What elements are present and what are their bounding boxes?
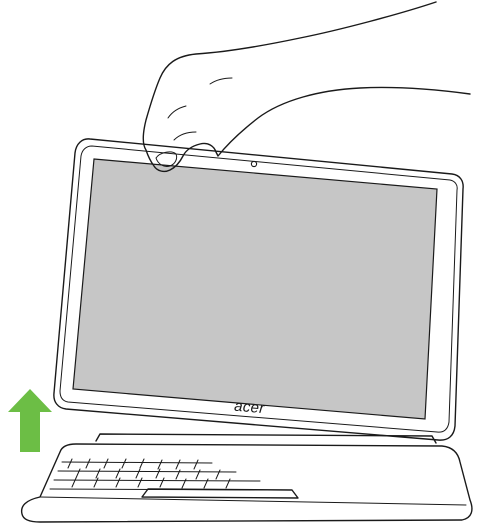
hand-icon [142,1,471,173]
hand-crease [209,77,233,85]
hand-crease [173,131,197,141]
hand-crease [167,105,187,119]
tablet-screen [72,158,438,420]
keyboard-keys [49,458,271,491]
tablet-bevel [59,145,458,433]
brand-logo: acer [234,398,266,418]
hand-outline [142,1,471,173]
keyboard-dock [20,433,473,523]
thumb-nail [155,151,178,167]
keyboard-front-edge [39,496,467,506]
tablet-outer-shell [53,138,464,441]
tablet: acer [53,138,464,441]
camera-icon [250,160,258,168]
keyboard-base [20,443,473,523]
touchpad [141,488,299,499]
arrow-up-icon [8,389,52,452]
